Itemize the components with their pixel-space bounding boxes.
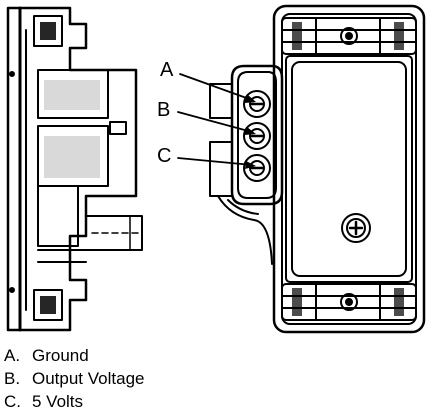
arrowhead-a (244, 95, 256, 103)
legend-text: Ground (32, 346, 89, 365)
callout-a: A (160, 59, 174, 81)
legend-row-c: C. 5 Volts (4, 390, 144, 413)
leader-a (179, 73, 253, 101)
leader-c (177, 157, 253, 166)
leader-b (177, 111, 253, 133)
legend-row-b: B. Output Voltage (4, 367, 144, 390)
arrowhead-b (244, 127, 256, 135)
pin-legend: A. Ground B. Output Voltage C. 5 Volts (4, 344, 144, 413)
callout-leaders (177, 73, 256, 169)
legend-text: 5 Volts (32, 392, 84, 411)
arrowhead-c (245, 161, 256, 169)
legend-row-a: A. Ground (4, 344, 144, 367)
legend-key: A. (4, 346, 21, 365)
front-view (209, 4, 426, 334)
callout-c: C (157, 145, 172, 167)
legend-key: B. (4, 369, 21, 388)
legend-key: C. (4, 392, 21, 411)
side-view (6, 6, 143, 332)
legend-text: Output Voltage (32, 369, 145, 388)
callout-b: B (157, 99, 171, 121)
